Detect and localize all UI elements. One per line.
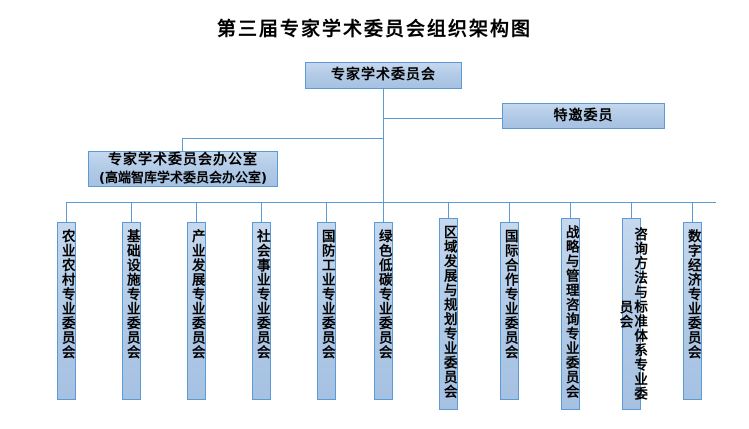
connector-drop-3: [196, 202, 197, 222]
connector-drop-10: [631, 202, 632, 218]
connector-drop-4: [261, 202, 262, 222]
connector-drop-11: [692, 202, 693, 222]
connector-drop-1: [66, 202, 67, 222]
connector-drop-5: [326, 202, 327, 222]
node-label: 绿色低碳专业委员会: [375, 229, 392, 360]
node-label: 战略与管理咨询专业委员会: [562, 225, 579, 399]
node-label-line2: (高端智库学术委员会办公室): [99, 170, 267, 186]
node-label-line1: 专家学术委员会办公室: [108, 151, 258, 168]
node-committee-green-low-carbon[interactable]: 绿色低碳专业委员会: [374, 222, 393, 400]
node-committee-strategy-management-consulting[interactable]: 战略与管理咨询专业委员会: [561, 218, 580, 410]
node-label: 产业发展专业委员会: [188, 229, 205, 360]
connector-to-invited: [383, 118, 502, 119]
node-expert-academic-committee[interactable]: 专家学术委员会: [305, 62, 462, 89]
node-label: 社会事业专业委员会: [253, 229, 270, 360]
connector-drop-8: [509, 202, 510, 222]
node-label: 基础设施专业委员会: [123, 229, 140, 360]
node-committee-office[interactable]: 专家学术委员会办公室 (高端智库学术委员会办公室): [88, 151, 278, 187]
node-label: 特邀委员: [553, 107, 614, 124]
node-committee-infrastructure[interactable]: 基础设施专业委员会: [122, 222, 141, 400]
connector-committee-bus: [66, 202, 716, 203]
node-label: 专家学术委员会: [331, 67, 436, 84]
connector-to-office: [182, 138, 383, 139]
node-label: 数字经济专业委员会: [684, 229, 701, 360]
connector-drop-7: [448, 202, 449, 218]
node-committee-social-undertakings[interactable]: 社会事业专业委员会: [252, 222, 271, 400]
node-committee-agriculture-rural[interactable]: 农业农村专业委员会: [57, 222, 76, 400]
connector-drop-9: [570, 202, 571, 218]
node-committee-international-cooperation[interactable]: 国际合作专业委员会: [500, 222, 519, 400]
node-committee-consulting-methods-standards[interactable]: 咨询方法与标准体系专业委员会: [617, 218, 647, 410]
node-label: 区域发展与规划专业委员会: [440, 225, 457, 399]
node-label: 农业农村专业委员会: [58, 229, 75, 360]
node-committee-regional-development-planning[interactable]: 区域发展与规划专业委员会: [439, 218, 458, 410]
node-invited-members[interactable]: 特邀委员: [502, 103, 665, 129]
node-label: 国防工业专业委员会: [318, 229, 335, 360]
connector-drop-6: [383, 202, 384, 222]
node-committee-digital-economy[interactable]: 数字经济专业委员会: [683, 222, 702, 400]
connector-root-stem: [383, 89, 384, 202]
connector-office-drop: [182, 138, 183, 151]
page-title: 第三届专家学术委员会组织架构图: [216, 18, 532, 40]
node-committee-defense-industry[interactable]: 国防工业专业委员会: [317, 222, 336, 400]
node-label: 咨询方法与标准体系专业委员会: [616, 227, 648, 401]
node-committee-industrial-development[interactable]: 产业发展专业委员会: [187, 222, 206, 400]
connector-drop-2: [131, 202, 132, 222]
node-label: 国际合作专业委员会: [501, 229, 518, 360]
